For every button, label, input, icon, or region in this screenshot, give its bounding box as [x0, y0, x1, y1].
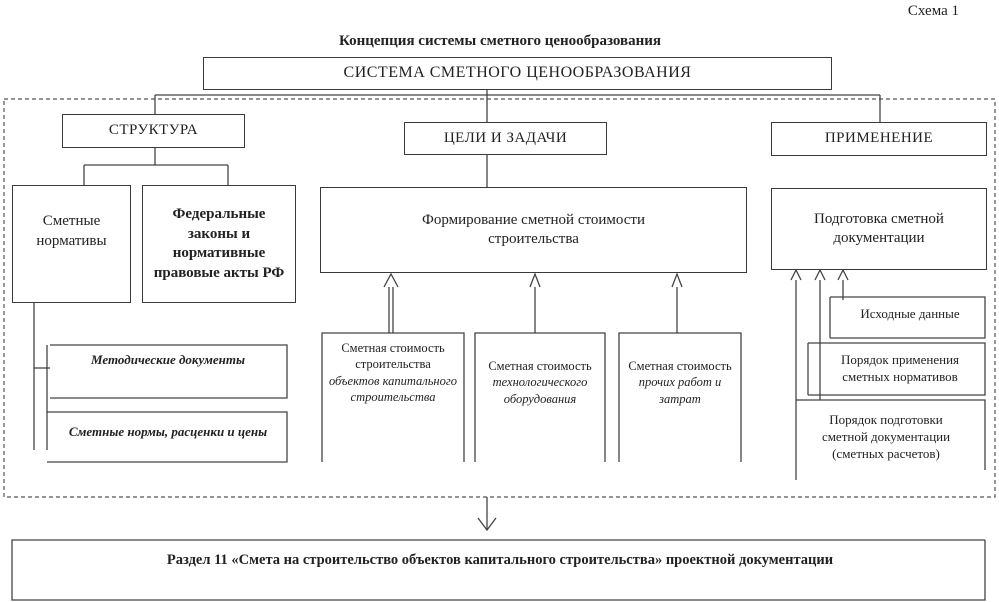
application-main-box: Подготовка сметной документации — [771, 188, 987, 270]
source-2-line1: Сметная стоимость — [488, 359, 592, 373]
footer-section-title: Раздел 11 «Смета на строительство объект… — [166, 552, 834, 568]
source-box-1-frame — [321, 332, 465, 462]
arrow-head-footer — [477, 517, 497, 532]
source-2-line2: технологического оборудования — [492, 375, 588, 406]
arrow-head-app-1 — [790, 268, 802, 281]
source-data-label: Исходные данные — [860, 306, 960, 321]
source-box-3-text: Сметная стоимость прочих работ и затрат — [621, 358, 739, 407]
system-box: СИСТЕМА СМЕТНОГО ЦЕНООБРАЗОВАНИЯ — [203, 57, 832, 90]
app-item3-frame — [810, 399, 986, 470]
application-header: ПРИМЕНЕНИЕ — [771, 122, 987, 156]
goals-main-box: Формирование сметной стоимости строитель… — [320, 187, 747, 273]
source-box-2-frame — [474, 332, 606, 462]
arrow-head-other — [671, 272, 683, 288]
app-item1-frame — [830, 296, 986, 339]
norms-box: Сметные нормативы — [12, 185, 131, 303]
source-3-line2: прочих работ и затрат — [638, 375, 722, 406]
arrow-head-equipment — [529, 272, 541, 288]
footer-box-frame — [11, 539, 986, 601]
dashed-frame — [3, 98, 996, 498]
source-3-line1: Сметная стоимость — [628, 359, 732, 373]
source-1-line1: Сметная стоимость строительства — [341, 341, 445, 372]
scheme-label: Схема 1 — [907, 3, 959, 19]
doc-preparation-label: Порядок подготовки сметной документации … — [821, 412, 951, 461]
structure-header: СТРУКТУРА — [62, 114, 245, 148]
arrow-head-app-3 — [837, 268, 849, 281]
goals-header: ЦЕЛИ И ЗАДАЧИ — [404, 122, 607, 155]
source-box-3-frame — [618, 332, 742, 462]
arrow-head-objects — [383, 272, 399, 288]
source-1-line2: объектов капитального строительства — [328, 373, 458, 404]
norms-prices-box-frame — [47, 411, 288, 463]
arrow-head-app-2 — [814, 268, 826, 281]
norms-application-label: Порядок применения сметных нормативов — [840, 352, 960, 384]
source-box-2-text: Сметная стоимость технологического обору… — [477, 358, 603, 407]
source-box-1-text: Сметная стоимость строительства объектов… — [324, 340, 462, 405]
methodical-docs-label: Методические документы — [91, 352, 245, 367]
methodical-box-frame — [50, 344, 288, 399]
laws-box: Федеральные законы и нормативные правовы… — [142, 185, 296, 303]
app-item2-frame — [808, 342, 986, 396]
norms-prices-label: Сметные нормы, расценки и цены — [68, 424, 268, 439]
diagram-title: Концепция системы сметного ценообразован… — [338, 33, 662, 49]
